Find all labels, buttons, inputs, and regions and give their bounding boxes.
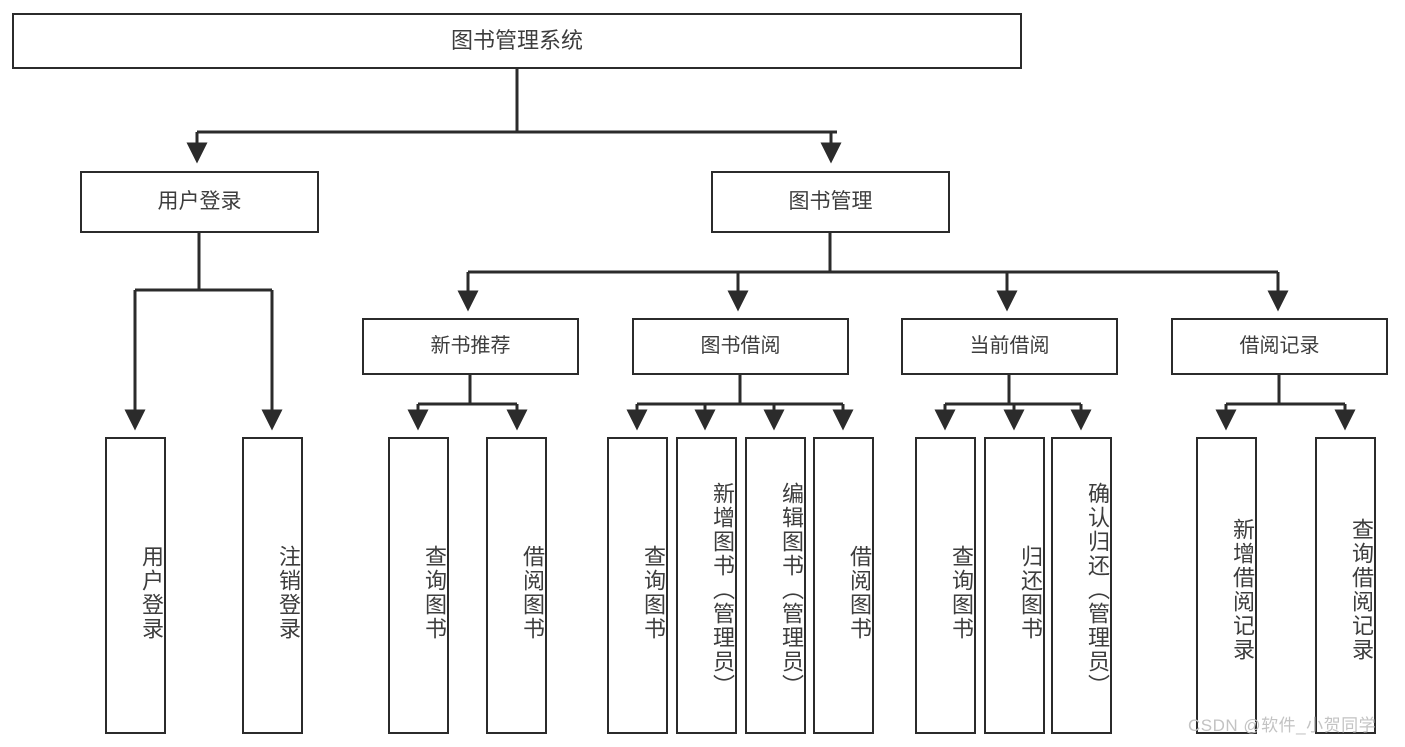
node-label: 借阅图书	[847, 544, 872, 641]
node-label: 图书借阅	[700, 334, 781, 357]
leaf-recommend-query-book[interactable]: 查询图书	[388, 437, 449, 734]
node-label: 新书推荐	[430, 334, 511, 357]
leaf-current-return-book[interactable]: 归还图书	[984, 437, 1045, 734]
node-label: 查询图书	[949, 544, 974, 641]
node-label: 查询图书	[641, 544, 666, 641]
node-label: 借阅记录	[1239, 334, 1320, 357]
leaf-current-query-book[interactable]: 查询图书	[915, 437, 976, 734]
leaf-record-add-borrow-record[interactable]: 新增借阅记录	[1196, 437, 1257, 734]
node-new-book-recommend[interactable]: 新书推荐	[362, 318, 579, 375]
node-label: 图书管理	[788, 189, 873, 213]
node-label: 新增借阅记录	[1230, 517, 1255, 662]
node-label: 当前借阅	[969, 334, 1050, 357]
node-label: 新增图书（管理员）	[710, 481, 735, 698]
node-root-system[interactable]: 图书管理系统	[12, 13, 1022, 69]
leaf-current-confirm-return-admin[interactable]: 确认归还（管理员）	[1051, 437, 1112, 734]
leaf-borrow-borrow-book[interactable]: 借阅图书	[813, 437, 874, 734]
leaf-record-query-borrow-record[interactable]: 查询借阅记录	[1315, 437, 1376, 734]
node-label: 查询图书	[422, 544, 447, 641]
leaf-borrow-query-book[interactable]: 查询图书	[607, 437, 668, 734]
leaf-user-logout[interactable]: 注销登录	[242, 437, 303, 734]
node-label: 借阅图书	[520, 544, 545, 641]
node-label: 编辑图书（管理员）	[779, 481, 804, 698]
leaf-user-login[interactable]: 用户登录	[105, 437, 166, 734]
node-label: 确认归还（管理员）	[1085, 481, 1110, 698]
node-label: 查询借阅记录	[1349, 517, 1374, 662]
node-label: 用户登录	[157, 189, 242, 213]
node-current-borrow[interactable]: 当前借阅	[901, 318, 1118, 375]
node-borrow-record[interactable]: 借阅记录	[1171, 318, 1388, 375]
node-book-borrow[interactable]: 图书借阅	[632, 318, 849, 375]
leaf-borrow-edit-book-admin[interactable]: 编辑图书（管理员）	[745, 437, 806, 734]
leaf-borrow-add-book-admin[interactable]: 新增图书（管理员）	[676, 437, 737, 734]
node-book-management[interactable]: 图书管理	[711, 171, 950, 233]
node-label: 图书管理系统	[450, 28, 583, 54]
leaf-recommend-borrow-book[interactable]: 借阅图书	[486, 437, 547, 734]
node-label: 用户登录	[139, 544, 164, 641]
node-label: 归还图书	[1018, 544, 1043, 641]
node-label: 注销登录	[276, 544, 301, 641]
node-user-login[interactable]: 用户登录	[80, 171, 319, 233]
